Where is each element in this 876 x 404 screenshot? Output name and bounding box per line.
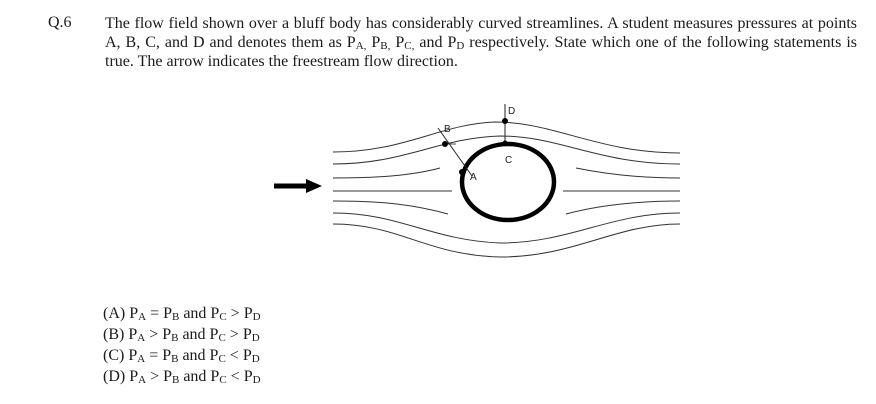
option-b[interactable]: (B) PA > PB and PC > PD (103, 326, 260, 344)
streamline-upper (332, 135, 681, 165)
bluff-body (459, 141, 557, 223)
streamline-top (332, 121, 681, 154)
question-number: Q.6 (48, 14, 72, 31)
label-d: D (508, 106, 515, 117)
stem-sub-b: B, (380, 40, 391, 52)
point-d-marker (502, 118, 508, 124)
answer-options: (A) PA = PB and PC > PD (B) PA > PB and … (103, 303, 261, 387)
stem-text-2: P (366, 34, 381, 51)
freestream-arrow (274, 179, 322, 193)
option-a[interactable]: (A) PA = PB and PC > PD (103, 305, 261, 323)
streamline-mid-lower-right (565, 200, 681, 215)
option-c[interactable]: (C) PA = PB and PC < PD (103, 347, 260, 365)
stem-text-3: P (390, 34, 405, 51)
option-d[interactable]: (D) PA > PB and PC < PD (103, 368, 261, 386)
stem-text-4: and P (414, 34, 457, 51)
point-a-marker (459, 169, 465, 175)
stem-sub-a: A, (355, 40, 367, 52)
streamline-mid-lower (332, 200, 449, 215)
streamline-mid-upper (332, 167, 441, 179)
label-a: A (470, 172, 477, 183)
radial-line-ab (437, 127, 473, 177)
label-b: B (444, 124, 451, 135)
stem-sub-c: C, (404, 40, 415, 52)
stem-sub-d: D (456, 40, 465, 52)
stem-text-5: respectively. State which one of the fol… (105, 34, 857, 70)
stem-text-1: The flow field shown over a bluff body h… (105, 15, 857, 51)
point-b-marker (442, 141, 448, 147)
streamline-lower (332, 212, 681, 244)
question-stem: The flow field shown over a bluff body h… (105, 14, 857, 71)
point-c-marker (502, 140, 508, 146)
streamline-mid-upper-right (575, 167, 681, 179)
streamline-bottom (332, 223, 681, 258)
label-c: C (505, 155, 512, 166)
